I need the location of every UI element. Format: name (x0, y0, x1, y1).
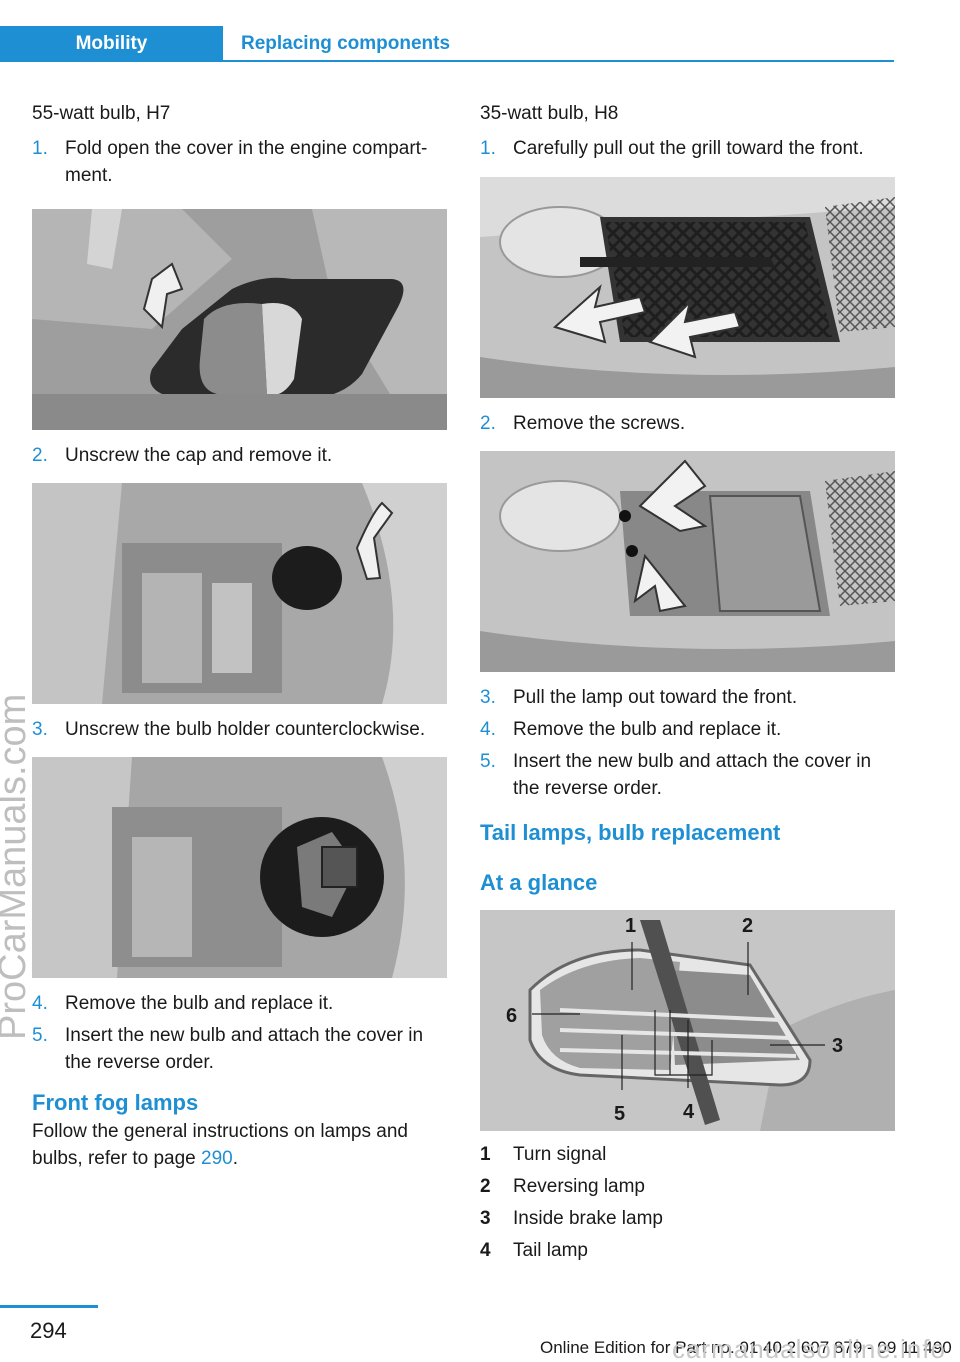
figure-cap (32, 483, 447, 704)
step-2: 2. Remove the screws. (480, 410, 895, 437)
legend-label: Tail lamp (513, 1240, 588, 1261)
callout-6: 6 (506, 1005, 517, 1027)
fog-text: Follow the general instructions on lamps… (32, 1121, 408, 1169)
site-watermark: carmanualsonline.info (672, 1334, 946, 1362)
step-text: Remove the screws. (513, 413, 686, 434)
figure-tail-lamp: 1 2 3 4 5 6 (480, 910, 895, 1131)
step-number: 2. (32, 445, 48, 466)
step-number: 1. (32, 138, 48, 159)
cap-illustration (32, 483, 447, 704)
at-a-glance-heading: At a glance (480, 870, 598, 895)
page-link[interactable]: 290 (201, 1148, 233, 1169)
step-2: 2. Unscrew the cap and remove it. (32, 442, 447, 469)
legend-item-1: 1 Turn signal (480, 1139, 895, 1171)
step-number: 3. (480, 687, 496, 708)
figure-screws (480, 451, 895, 672)
step-1: 1. Carefully pull out the grill toward t… (480, 135, 895, 162)
step-number: 5. (32, 1025, 48, 1046)
fog-lamps-heading: Front fog lamps (32, 1090, 199, 1115)
step-number: 2. (480, 413, 496, 434)
edition-note: Online Edition for Part no. 01 40 2 607 … (540, 1338, 952, 1357)
page-header: Mobility Replacing components (0, 26, 894, 62)
step-text: Pull the lamp out toward the front. (513, 687, 798, 708)
legend-item-4: 4 Tail lamp (480, 1235, 895, 1267)
callout-5: 5 (614, 1103, 625, 1125)
screws-illustration (480, 451, 895, 672)
step-5: 5. Insert the new bulb and attach the co… (480, 748, 895, 802)
legend-number: 4 (480, 1240, 491, 1261)
step-number: 4. (480, 719, 496, 740)
step-text: Carefully pull out the grill toward the … (513, 138, 864, 159)
right-column: 35-watt bulb, H8 1. Carefully pull out t… (480, 100, 895, 1267)
step-number: 3. (32, 719, 48, 740)
figure-engine-cover (32, 209, 447, 430)
footer-rule (0, 1305, 98, 1308)
legend-label: Turn signal (513, 1144, 607, 1165)
bulb-spec-h7: 55-watt bulb, H7 (32, 103, 171, 124)
tail-lamps-heading: Tail lamps, bulb replacement (480, 820, 781, 845)
bulb-spec-h8: 35-watt bulb, H8 (480, 103, 619, 124)
section-title[interactable]: Replacing components (241, 33, 451, 54)
step-text: Remove the bulb and replace it. (65, 993, 334, 1014)
step-number: 5. (480, 751, 496, 772)
tail-lamp-illustration: 1 2 3 4 5 6 (480, 910, 895, 1131)
step-3: 3. Pull the lamp out toward the front. (480, 684, 895, 711)
step-4: 4. Remove the bulb and replace it. (480, 716, 895, 743)
legend-label: Inside brake lamp (513, 1208, 663, 1229)
engine-cover-illustration (32, 209, 447, 430)
figure-grill (480, 177, 895, 398)
step-text: Unscrew the cap and remove it. (65, 445, 333, 466)
callout-4: 4 (683, 1101, 695, 1123)
bulb-holder-illustration (32, 757, 447, 978)
legend-list: 1 Turn signal 2 Reversing lamp 3 Inside bra… (480, 1139, 895, 1267)
step-text: Unscrew the bulb holder counterclockwise… (65, 719, 426, 740)
step-4: 4. Remove the bulb and replace it. (32, 990, 447, 1017)
callout-2: 2 (742, 915, 753, 937)
legend-number: 3 (480, 1208, 491, 1229)
watermark: ProCarManuals.com (0, 693, 34, 1040)
step-text: Insert the new bulb and attach the cover… (513, 751, 872, 799)
legend-item-2: 2 Reversing lamp (480, 1171, 895, 1203)
callout-3: 3 (832, 1035, 843, 1057)
fog-text-end: . (232, 1148, 238, 1169)
fog-lamps-text: Follow the general instructions on lamps… (32, 1118, 447, 1172)
step-text: Remove the bulb and replace it. (513, 719, 782, 740)
step-5: 5. Insert the new bulb and attach the co… (32, 1022, 447, 1076)
legend-number: 1 (480, 1144, 491, 1165)
step-number: 1. (480, 138, 496, 159)
step-text: Fold open the cover in the engine compar… (65, 138, 428, 186)
step-text: Insert the new bulb and attach the cover… (65, 1025, 424, 1073)
leader-lines (532, 942, 825, 1090)
grill-illustration (480, 177, 895, 398)
legend-label: Reversing lamp (513, 1176, 645, 1197)
callout-1: 1 (625, 915, 636, 937)
left-column: 55-watt bulb, H7 1. Fold open the cover … (32, 100, 447, 1172)
page-number: 294 (30, 1318, 67, 1343)
step-3: 3. Unscrew the bulb holder counterclockw… (32, 716, 447, 743)
step-1: 1. Fold open the cover in the engine com… (32, 135, 447, 189)
callout-numbers: 1 2 3 4 5 6 (506, 915, 843, 1125)
figure-bulb-holder (32, 757, 447, 978)
chapter-tab[interactable]: Mobility (0, 26, 223, 61)
legend-number: 2 (480, 1176, 491, 1197)
step-number: 4. (32, 993, 48, 1014)
legend-item-3: 3 Inside brake lamp (480, 1203, 895, 1235)
